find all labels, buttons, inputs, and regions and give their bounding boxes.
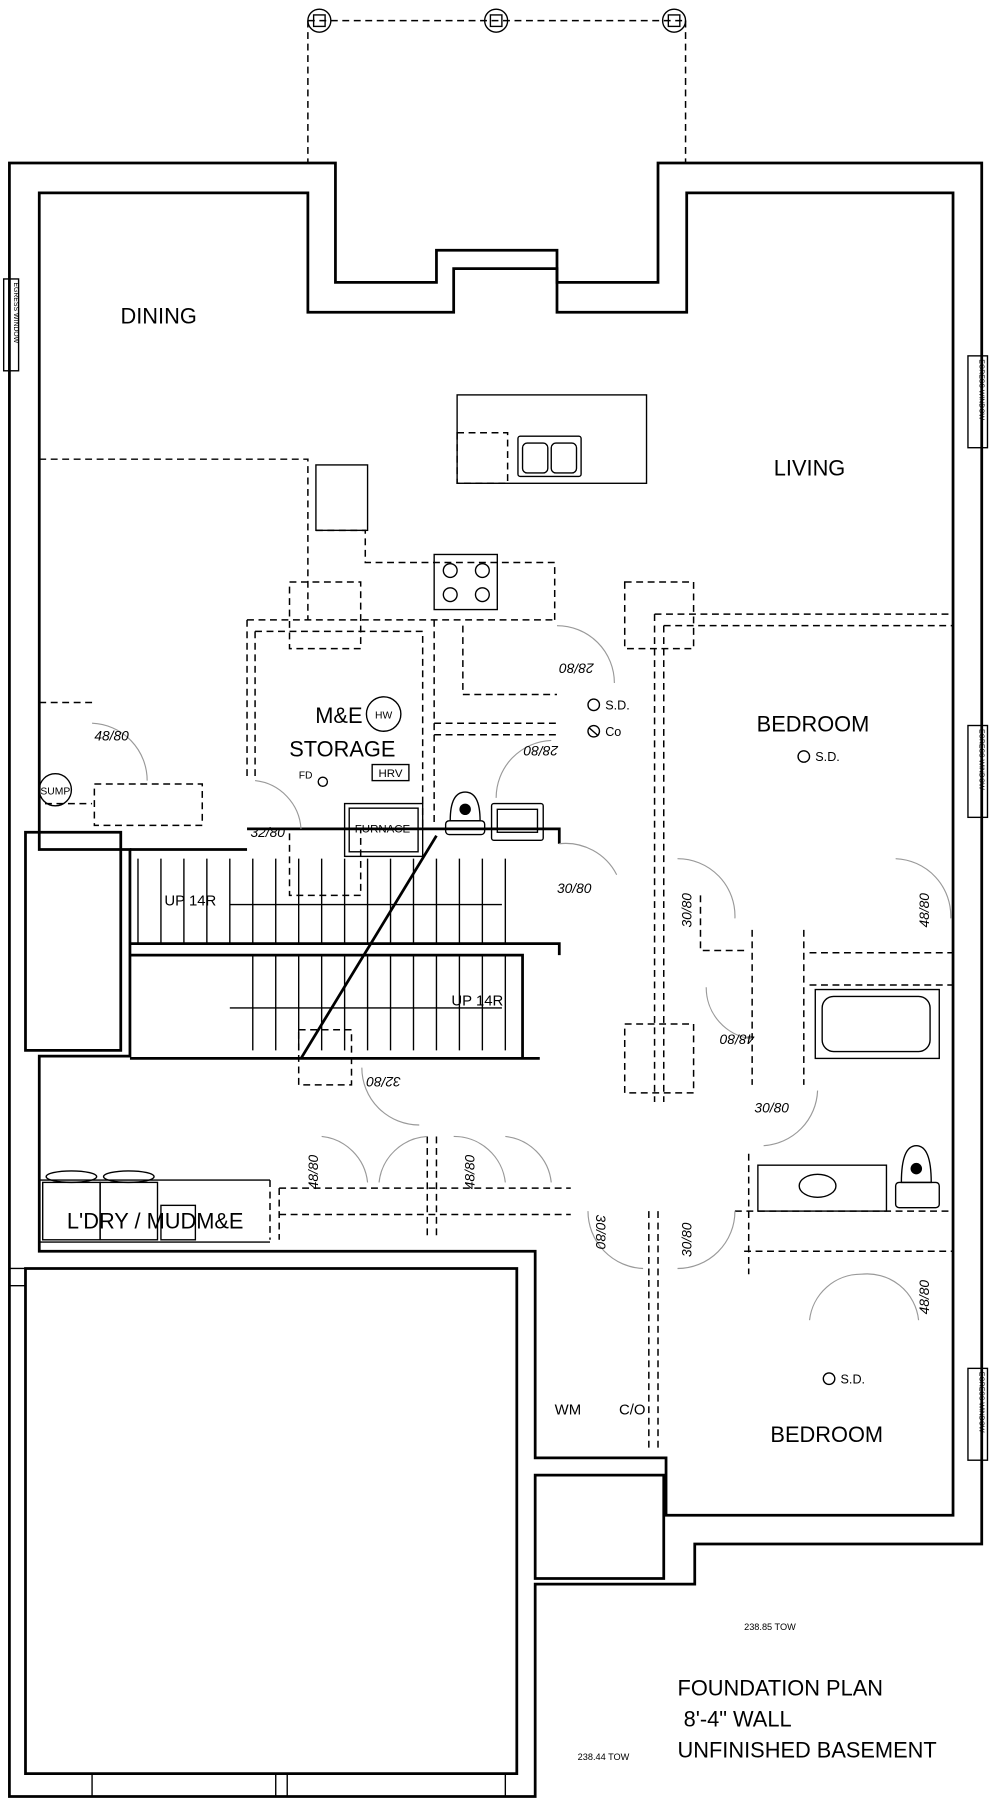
door-size-label: 48/80: [94, 728, 129, 743]
egress-window: EGRESS WINDOW: [967, 1367, 989, 1461]
stair-label: UP 14R: [164, 893, 216, 910]
furnace: FURNACE: [343, 802, 424, 858]
smoke-detector-label: S.D.: [605, 698, 630, 712]
room-label-me: M&E: [315, 703, 362, 728]
smoke-detector-label: S.D.: [815, 750, 840, 764]
egress-window-label: EGRESS WINDOW: [977, 729, 984, 790]
egress-window: EGRESS WINDOW: [967, 355, 989, 449]
door-size-label: 28/80: [559, 661, 595, 676]
toilet-icon: [444, 791, 486, 836]
co-detector-icon: [587, 724, 601, 738]
egress-window: EGRESS WINDOW: [2, 278, 20, 372]
foundation-walls: [8, 161, 984, 1798]
post-icon: [483, 8, 509, 33]
post-icon: [307, 8, 332, 33]
room-label-bedroom: BEDROOM: [770, 1422, 883, 1447]
kitchen-island: [456, 394, 648, 485]
egress-window: EGRESS WINDOW: [967, 724, 989, 819]
furnace-label: FURNACE: [355, 823, 411, 835]
floor-drain-icon: [317, 776, 329, 788]
door-swings: [92, 625, 952, 1321]
door-size-label: 48/80: [917, 1280, 932, 1315]
smoke-detector-label: S.D.: [841, 1372, 866, 1386]
door-size-label: 32/80: [366, 1074, 401, 1089]
room-label-bedroom: BEDROOM: [757, 711, 870, 736]
sink-icon: [490, 802, 544, 841]
smoke-detector-icon: [797, 750, 811, 763]
range-icon: [433, 553, 498, 611]
smoke-detector-icon: [822, 1372, 836, 1386]
sump-pit: SUMP: [38, 773, 73, 807]
hot-water-tank: HW: [365, 696, 402, 732]
door-size-label: 48/80: [306, 1154, 321, 1189]
egress-window-label: EGRESS WINDOW: [977, 359, 984, 420]
tow-elevation: 238.85 TOW: [744, 1622, 796, 1632]
room-label-laundry: L'DRY / MUDM&E: [67, 1208, 244, 1233]
plan-wall-height: 8'-4" WALL: [678, 1707, 792, 1732]
plan-subtitle: UNFINISHED BASEMENT: [678, 1738, 937, 1763]
fridge: [315, 464, 369, 532]
sink-icon: [517, 435, 582, 478]
room-label-living: LIVING: [774, 455, 845, 480]
washer-dryer: [39, 1170, 271, 1243]
door-size-label: 48/80: [720, 1031, 755, 1046]
door-size-label: 30/80: [557, 881, 592, 896]
hw-label: HW: [375, 711, 392, 722]
door-size-label: 30/80: [754, 1100, 789, 1115]
water-meter-label: WM: [555, 1401, 582, 1418]
room-label-dining: DINING: [120, 304, 196, 329]
door-size-label: 28/80: [523, 743, 559, 758]
toilet-icon: [894, 1144, 940, 1209]
door-size-label: 48/80: [462, 1154, 477, 1189]
sump-label: SUMP: [40, 786, 70, 797]
bathtub-icon: [814, 988, 940, 1060]
room-label-storage: STORAGE: [289, 737, 395, 762]
stair-label: UP 14R: [451, 993, 503, 1010]
door-size-label: 32/80: [250, 825, 285, 840]
co-detector-label: Co: [605, 725, 621, 739]
future-partitions: [38, 458, 954, 1453]
egress-window-label: EGRESS WINDOW: [12, 282, 19, 343]
plan-title: FOUNDATION PLAN: [678, 1676, 883, 1701]
hrv-label: HRV: [379, 768, 403, 780]
vanity-icon: [757, 1164, 888, 1212]
door-size-label: 48/80: [917, 893, 932, 928]
tow-elevation: 238.44 TOW: [578, 1752, 630, 1762]
egress-window-label: EGRESS WINDOW: [977, 1372, 984, 1433]
door-size-label: 30/80: [593, 1215, 608, 1250]
cleanout-label: C/O: [619, 1401, 646, 1418]
stairs: [129, 827, 561, 1060]
door-size-label: 30/80: [679, 1222, 694, 1257]
post-icon: [661, 8, 687, 33]
smoke-detector-icon: [587, 698, 601, 712]
hrv-unit: HRV: [371, 763, 410, 782]
door-size-label: 30/80: [679, 893, 694, 928]
deck-outline: [307, 8, 687, 164]
floor-drain-label: FD: [299, 770, 313, 781]
